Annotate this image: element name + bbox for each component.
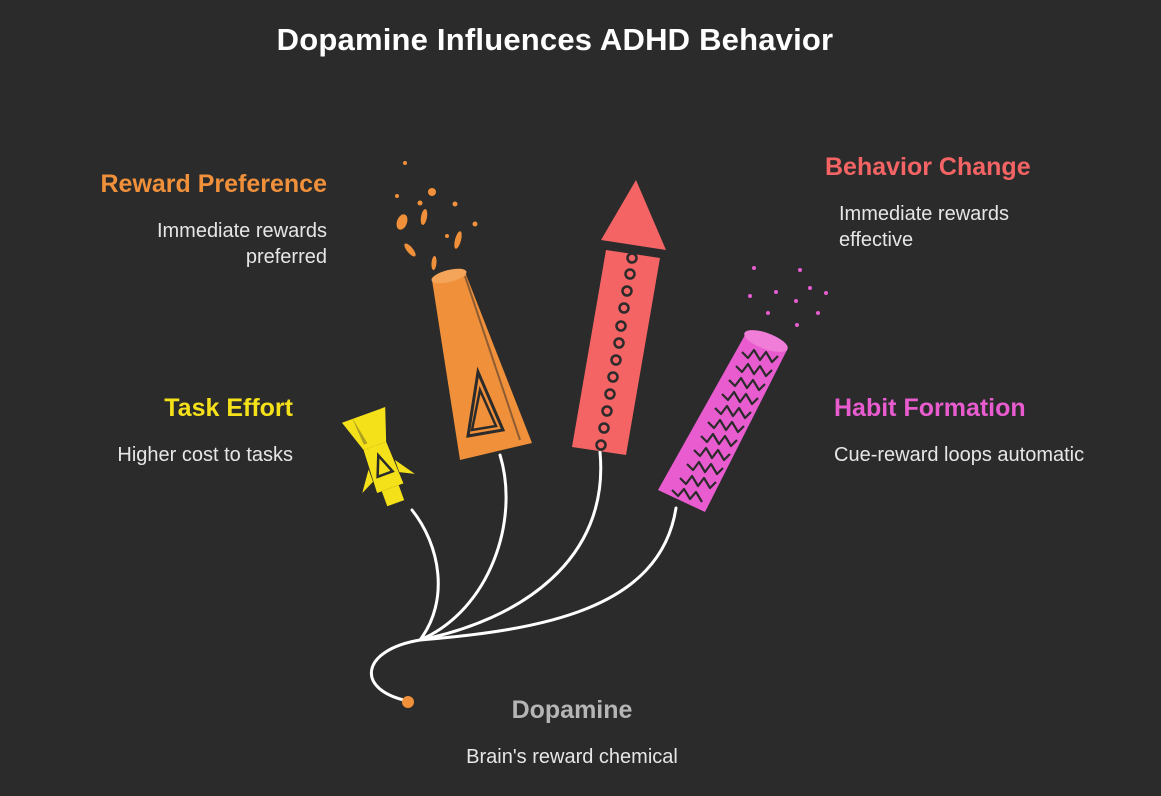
behavior-change-label: Behavior Change (825, 153, 1031, 181)
fuse-to-habit-formation (418, 506, 678, 642)
reward-preference-desc-line: preferred (245, 246, 327, 268)
dopamine-description: Brain's reward chemical (422, 744, 722, 770)
task-effort-description: Higher cost to tasks (40, 442, 293, 468)
behavior-change-desc-line: Immediate rewards (839, 203, 1010, 225)
behavior-change-description: Immediate rewards effective (839, 201, 1139, 253)
dopamine-label: Dopamine (511, 696, 633, 724)
reward-preference-label: Reward Preference (100, 170, 327, 198)
task-effort-label: Task Effort (164, 394, 293, 422)
dopamine-desc-line: Brain's reward chemical (466, 746, 678, 768)
pink-firework-tube-icon (658, 266, 828, 512)
diagram-title: Dopamine Influences ADHD Behavior (276, 22, 834, 57)
fuse-to-task-effort (369, 508, 440, 703)
orange-firework-cone-icon (395, 161, 532, 460)
fuse-to-behavior-change (418, 450, 603, 642)
task-effort-desc-line: Higher cost to tasks (117, 444, 293, 466)
yellow-firework-rocket-icon (341, 407, 415, 507)
behavior-change-desc-line: effective (839, 229, 914, 251)
reward-preference-description: Immediate rewards preferred (40, 218, 327, 270)
reward-preference-desc-line: Immediate rewards (156, 220, 327, 242)
red-firework-rocket-icon (572, 180, 666, 455)
habit-formation-label: Habit Formation (834, 394, 1026, 422)
habit-formation-desc-line: Cue-reward loops automatic (834, 444, 1085, 466)
fuse-to-reward-preference (418, 453, 508, 642)
spark-dot-icon (402, 696, 414, 708)
habit-formation-description: Cue-reward loops automatic (834, 442, 1134, 468)
fuse-lines (369, 450, 678, 703)
